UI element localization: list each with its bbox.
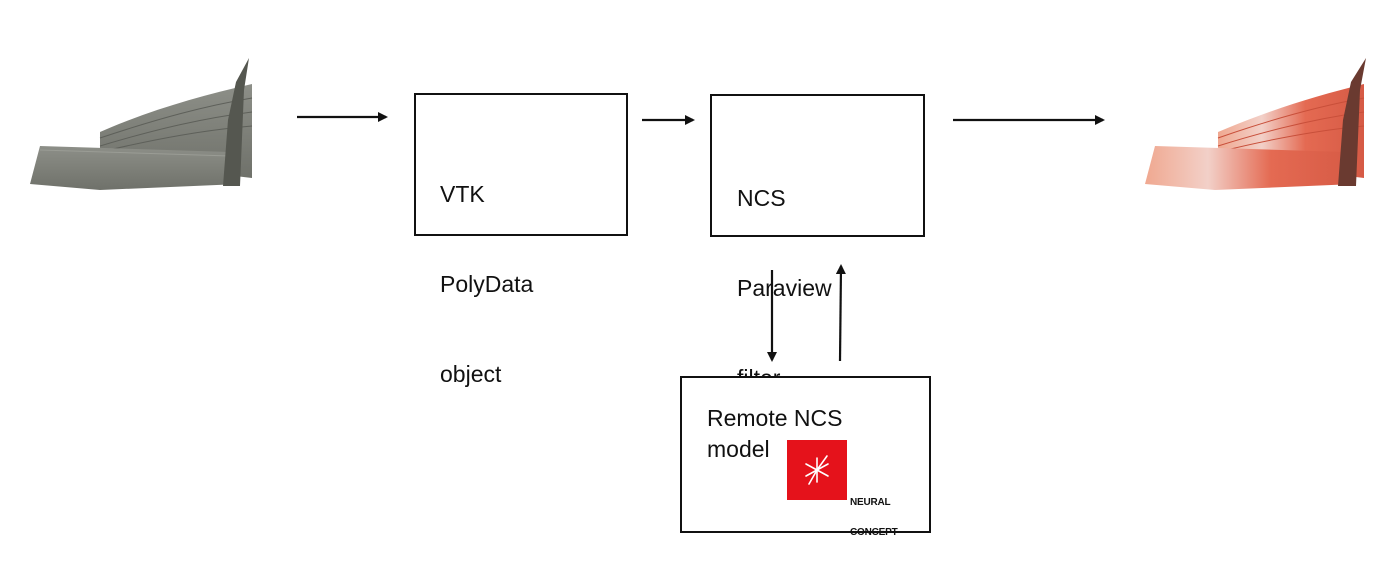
- ncs-line-2: Paraview: [737, 275, 832, 301]
- output-wing-image: [1145, 58, 1366, 190]
- input-wing-image: [30, 58, 253, 190]
- vtk-polydata-label: VTK PolyData object: [440, 119, 533, 449]
- remote-line-1: Remote NCS: [707, 405, 843, 431]
- neural-concept-logo: [787, 440, 847, 500]
- logo-text-line-1: NEURAL: [850, 497, 891, 508]
- arrow-remote-to-filter: [835, 264, 846, 362]
- vtk-polydata-box: VTK PolyData object: [414, 93, 628, 387]
- vtk-line-2: PolyData: [440, 271, 534, 297]
- starburst-icon: [805, 455, 829, 485]
- remote-ncs-model-box: Remote NCS model NEURAL CONCEPT: [680, 376, 931, 538]
- vtk-line-3: object: [440, 361, 502, 387]
- remote-line-2: model: [707, 436, 770, 462]
- ncs-paraview-filter-box: NCS Paraview filter: [710, 94, 925, 391]
- ncs-line-1: NCS: [737, 185, 786, 211]
- logo-text-line-2: CONCEPT: [850, 527, 898, 538]
- neural-concept-logo-text: NEURAL CONCEPT: [850, 478, 898, 558]
- vtk-line-1: VTK: [440, 181, 485, 207]
